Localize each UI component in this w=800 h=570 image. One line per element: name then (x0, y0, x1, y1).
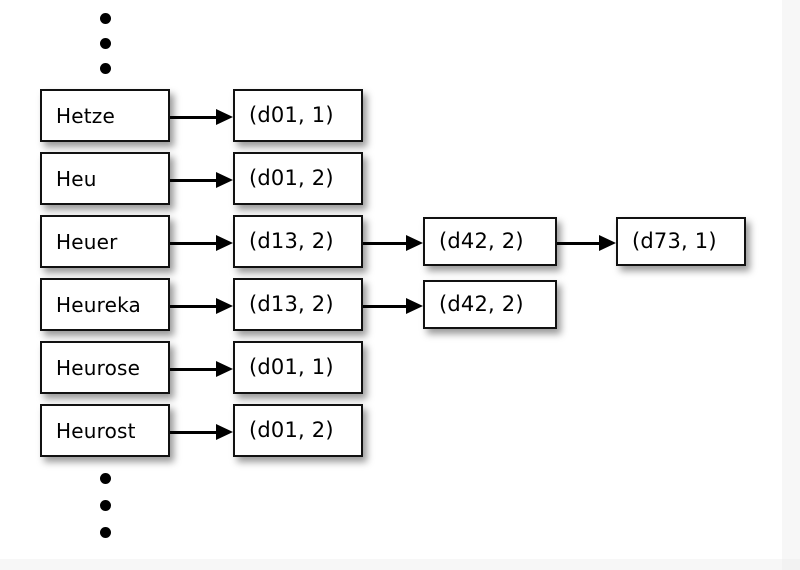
ellipsis-top-dot (100, 38, 111, 49)
arrow-shaft (170, 430, 218, 434)
arrow-shaft (170, 241, 218, 245)
posting-node-5-0[interactable]: (d01, 2) (233, 404, 363, 457)
arrow-head (216, 297, 233, 314)
posting-node-4-0[interactable]: (d01, 1) (233, 341, 363, 394)
ellipsis-top-dot (100, 13, 111, 24)
arrow-shaft (170, 367, 218, 371)
posting-node-3-1[interactable]: (d42, 2) (423, 280, 557, 329)
page-edge-right (782, 0, 800, 570)
arrow-head (216, 360, 233, 377)
dictionary-term-box-3-label: Heureka (56, 292, 141, 317)
dictionary-term-box-2-label: Heuer (56, 229, 118, 254)
arrow-shaft (170, 115, 218, 119)
arrow-head (406, 234, 423, 251)
posting-node-5-0-label: (d01, 2) (249, 418, 334, 442)
arrow-head (406, 297, 423, 314)
ellipsis-bottom-dot (100, 473, 111, 484)
arrow-head (216, 171, 233, 188)
ellipsis-top-dot (100, 63, 111, 74)
ellipsis-bottom-dot (100, 527, 111, 538)
posting-node-4-0-label: (d01, 1) (249, 355, 334, 379)
ellipsis-bottom-dot (100, 500, 111, 511)
posting-node-2-1[interactable]: (d42, 2) (423, 217, 557, 266)
dictionary-term-box-0-label: Hetze (56, 103, 115, 128)
arrow-shaft (170, 304, 218, 308)
dictionary-term-box-5-label: Heurost (56, 418, 136, 443)
arrow-shaft (170, 178, 218, 182)
posting-node-3-0-label: (d13, 2) (249, 292, 334, 316)
posting-node-0-0[interactable]: (d01, 1) (233, 89, 363, 142)
dictionary-term-box-2[interactable]: Heuer (40, 215, 170, 268)
posting-node-2-2-label: (d73, 1) (632, 229, 717, 253)
arrow-head (216, 108, 233, 125)
page-edge-corner (782, 559, 800, 570)
posting-node-0-0-label: (d01, 1) (249, 103, 334, 127)
posting-node-1-0[interactable]: (d01, 2) (233, 152, 363, 205)
arrow-head (216, 423, 233, 440)
dictionary-term-box-4-label: Heurose (56, 355, 141, 380)
dictionary-term-box-5[interactable]: Heurost (40, 404, 170, 457)
posting-node-3-1-label: (d42, 2) (439, 292, 524, 316)
posting-node-1-0-label: (d01, 2) (249, 166, 334, 190)
arrow-shaft (363, 241, 408, 245)
posting-node-3-0[interactable]: (d13, 2) (233, 278, 363, 331)
dictionary-term-box-1[interactable]: Heu (40, 152, 170, 205)
page-edge-bottom (0, 559, 800, 570)
arrow-head (216, 234, 233, 251)
posting-node-2-0-label: (d13, 2) (249, 229, 334, 253)
dictionary-term-box-4[interactable]: Heurose (40, 341, 170, 394)
arrow-shaft (557, 241, 601, 245)
dictionary-term-box-3[interactable]: Heureka (40, 278, 170, 331)
dictionary-term-box-0[interactable]: Hetze (40, 89, 170, 142)
dictionary-term-box-1-label: Heu (56, 166, 97, 191)
arrow-head (599, 234, 616, 251)
posting-node-2-0[interactable]: (d13, 2) (233, 215, 363, 268)
arrow-shaft (363, 304, 408, 308)
posting-node-2-1-label: (d42, 2) (439, 229, 524, 253)
posting-node-2-2[interactable]: (d73, 1) (616, 217, 746, 266)
